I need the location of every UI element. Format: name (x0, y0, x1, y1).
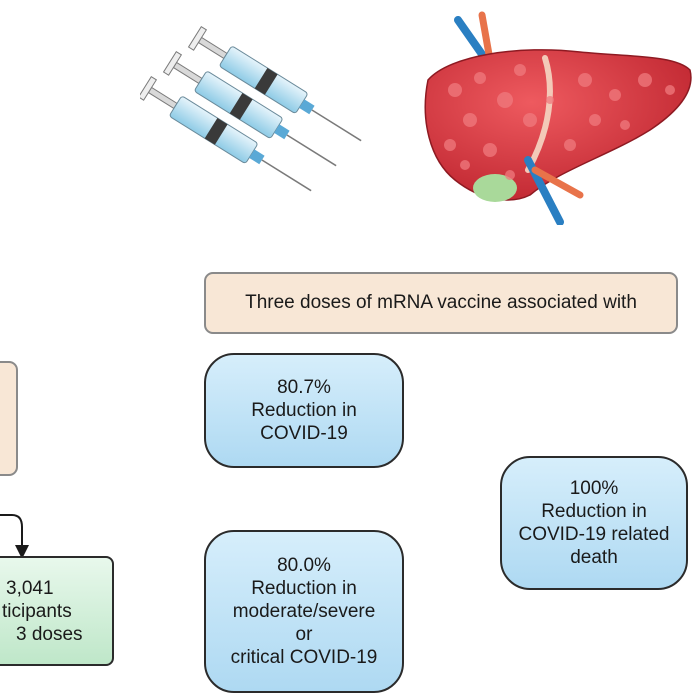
outcome-label: COVID-19 related (518, 524, 670, 545)
participants-label: ticipants (2, 600, 72, 622)
outcome-value: 80.0% (277, 555, 331, 576)
outcome-value: 80.7% (277, 377, 331, 398)
syringes-illustration (140, 25, 362, 192)
outcome-label: moderate/severe (232, 601, 376, 622)
outcome-label: death (570, 547, 618, 568)
participants-count: 3,041 (6, 577, 54, 599)
syringe-icon (162, 50, 337, 167)
participants-box: 3,041 ticipants 3 doses (0, 556, 114, 666)
outcome-label: COVID-19 (260, 423, 348, 444)
outcome-box-severe-covid19: 80.0% Reduction in moderate/severe or cr… (204, 530, 404, 693)
liver-icon (424, 11, 692, 225)
syringe-icon (140, 75, 312, 192)
left-cohort-box (0, 361, 18, 476)
outcome-value: 100% (569, 478, 619, 499)
outcome-label: or (295, 624, 313, 645)
outcome-box-death: 100% Reduction in COVID-19 related death (500, 456, 688, 590)
vaccine-header-box: Three doses of mRNA vaccine associated w… (204, 272, 678, 334)
syringe-icon (187, 25, 362, 142)
vaccine-header-text: Three doses of mRNA vaccine associated w… (245, 292, 637, 313)
outcome-label: Reduction in (541, 501, 647, 522)
outcome-label: Reduction in (251, 400, 357, 421)
arrow-icon (0, 514, 29, 559)
outcome-label: critical COVID-19 (230, 647, 378, 668)
participants-doses: 3 doses (16, 623, 83, 645)
outcome-label: Reduction in (251, 578, 357, 599)
outcome-box-covid19: 80.7% Reduction in COVID-19 (204, 353, 404, 468)
